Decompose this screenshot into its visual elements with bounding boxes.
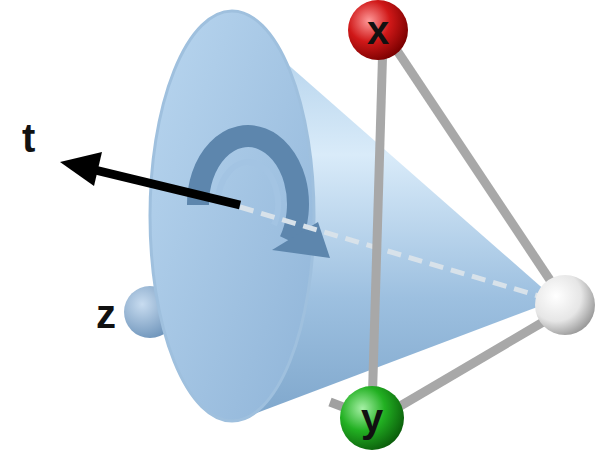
atom-label: x (367, 10, 389, 50)
atom-label: y (361, 398, 383, 438)
atom-label: z (96, 294, 116, 334)
axis-label: t (22, 118, 35, 158)
